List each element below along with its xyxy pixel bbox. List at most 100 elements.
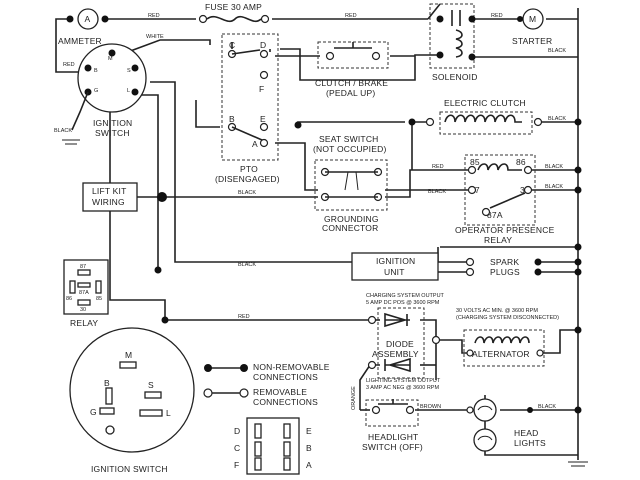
wire-label: RED bbox=[238, 314, 250, 320]
seat-switch-label: (NOT OCCUPIED) bbox=[313, 144, 386, 154]
wire-label: RED bbox=[345, 13, 357, 19]
legend-label: CONNECTIONS bbox=[253, 372, 318, 382]
spark-plugs-label: SPARK bbox=[490, 257, 519, 267]
head-lights-label: HEAD bbox=[514, 428, 538, 438]
wire-label: BLACK bbox=[545, 184, 563, 190]
head-lights: HEAD LIGHTS bbox=[466, 398, 582, 452]
solenoid-label: SOLENOID bbox=[432, 72, 478, 82]
relay-terminal: 86 bbox=[516, 157, 526, 167]
charging-output-label: CHARGING SYSTEM OUTPUT bbox=[366, 293, 445, 299]
pin-label: S bbox=[148, 380, 154, 390]
plug-pin: B bbox=[306, 443, 312, 453]
clutch-brake-label: CLUTCH / BRAKE bbox=[315, 78, 388, 88]
fuse-label: FUSE 30 AMP bbox=[205, 2, 262, 12]
pto-terminal: C bbox=[229, 40, 235, 50]
ignition-switch-title: IGNITION SWITCH bbox=[91, 464, 168, 474]
lift-kit-wiring: LIFT KIT WIRING bbox=[82, 182, 167, 212]
grounding-connector-label: GROUNDING bbox=[324, 214, 379, 224]
pin-label: M bbox=[125, 350, 132, 360]
pin-label: G bbox=[90, 407, 97, 417]
relay-pin: 87 bbox=[80, 264, 86, 270]
wire-label: WHITE bbox=[146, 34, 164, 40]
ammeter-terminal: A bbox=[85, 14, 91, 24]
pto-terminal: E bbox=[260, 114, 266, 124]
solenoid: SOLENOID bbox=[429, 3, 478, 82]
operator-presence-label: OPERATOR PRESENCE bbox=[455, 225, 555, 235]
wire-label: RED bbox=[63, 62, 75, 68]
seat-switch-label: SEAT SWITCH bbox=[319, 134, 379, 144]
relay-terminal: 87A bbox=[487, 210, 503, 220]
wire-label: RED bbox=[148, 13, 160, 19]
electric-clutch-label: ELECTRIC CLUTCH bbox=[444, 98, 526, 108]
pto-terminal: A bbox=[252, 139, 258, 149]
headlight-switch-label: HEADLIGHT bbox=[368, 432, 418, 442]
pto-terminal: B bbox=[229, 114, 235, 124]
wire-label: RED bbox=[432, 164, 444, 170]
ign-terminal: B bbox=[94, 68, 98, 74]
diode-assembly-label: ASSEMBLY bbox=[372, 349, 419, 359]
grounding-connector-label: CONNECTOR bbox=[322, 223, 378, 233]
charging-output-label: 5 AMP DC POS @ 3600 RPM bbox=[366, 300, 440, 306]
ignition-switch: M B S G L IGNITION SWITCH bbox=[62, 43, 147, 145]
lighting-output-label: LIGHTING SYSTEM OUTPUT bbox=[366, 378, 441, 384]
wire-label: BLACK bbox=[54, 128, 72, 134]
pto-label: PTO bbox=[240, 164, 258, 174]
ign-terminal: S bbox=[127, 68, 131, 74]
starter: M STARTER bbox=[512, 8, 552, 46]
alternator-label: ALTERNATOR bbox=[472, 349, 530, 359]
head-lights-label: LIGHTS bbox=[514, 438, 546, 448]
wire-label: BLACK bbox=[538, 404, 556, 410]
ignition-unit: IGNITION UNIT SPARK PLUGS bbox=[154, 243, 582, 324]
wire-label: RED bbox=[491, 13, 503, 19]
connection-legend: NON-REMOVABLE CONNECTIONS REMOVABLE CONN… bbox=[203, 362, 330, 407]
ignition-unit-label: UNIT bbox=[384, 267, 405, 277]
ign-terminal: G bbox=[94, 88, 98, 94]
ignition-unit-label: IGNITION bbox=[376, 256, 415, 266]
headlight-switch: HEADLIGHT SWITCH (OFF) bbox=[362, 399, 423, 452]
pto-plug-pinout: D C F E B A bbox=[234, 417, 312, 475]
headlight-switch-label: SWITCH (OFF) bbox=[362, 442, 423, 452]
lift-kit-label: LIFT KIT bbox=[92, 186, 127, 196]
ac-output-label: (CHARGING SYSTEM DISCONNECTED) bbox=[456, 315, 559, 321]
wire-label: ORANGE bbox=[351, 386, 357, 410]
ammeter-label: AMMETER bbox=[58, 36, 102, 46]
starter-label: STARTER bbox=[512, 36, 552, 46]
relay-label: RELAY bbox=[70, 318, 98, 328]
electric-clutch: ELECTRIC CLUTCH bbox=[294, 98, 582, 135]
relay-pinout: 87 86 87A 85 30 RELAY bbox=[63, 259, 109, 328]
diode-assembly-label: DIODE bbox=[386, 339, 414, 349]
plug-pin: D bbox=[234, 426, 240, 436]
wire-labels: RED RED RED WHITE RED BLACK BLACK BLACK … bbox=[54, 13, 566, 410]
pin-label: L bbox=[166, 408, 171, 418]
plug-pin: A bbox=[306, 460, 312, 470]
clutch-brake-label: (PEDAL UP) bbox=[326, 88, 375, 98]
alternator: ALTERNATOR bbox=[463, 326, 582, 367]
relay-pin: 85 bbox=[96, 296, 102, 302]
pto-switch: C D F B E A PTO (DISENGAGED) bbox=[215, 33, 280, 184]
clutch-brake-switch: CLUTCH / BRAKE (PEDAL UP) bbox=[315, 41, 389, 98]
wires bbox=[55, 3, 588, 467]
operator-presence-relay: 85 86 87 30 87A OPERATOR PRESENCE RELAY bbox=[455, 154, 582, 245]
seat-switch: SEAT SWITCH (NOT OCCUPIED) GROUNDING CON… bbox=[313, 134, 388, 233]
relay-pin: 30 bbox=[80, 307, 86, 313]
plug-pin: F bbox=[234, 460, 239, 470]
pto-label: (DISENGAGED) bbox=[215, 174, 280, 184]
legend-label: REMOVABLE bbox=[253, 387, 307, 397]
relay-pin: 86 bbox=[66, 296, 72, 302]
diode-assembly: CHARGING SYSTEM OUTPUT 5 AMP DC POS @ 36… bbox=[366, 293, 559, 391]
wire-label: BLACK bbox=[548, 48, 566, 54]
wire-label: BROWN bbox=[420, 404, 441, 410]
wire-label: BLACK bbox=[238, 190, 256, 196]
ignition-switch-label: SWITCH bbox=[95, 128, 130, 138]
pin-label: B bbox=[104, 378, 110, 388]
wire-label: BLACK bbox=[428, 189, 446, 195]
ign-terminal: L bbox=[127, 88, 130, 94]
pto-terminal: D bbox=[260, 40, 266, 50]
ignition-switch-label: IGNITION bbox=[93, 118, 132, 128]
legend-label: NON-REMOVABLE bbox=[253, 362, 330, 372]
plug-pin: C bbox=[234, 443, 240, 453]
plug-pin: E bbox=[306, 426, 312, 436]
pto-terminal: F bbox=[259, 84, 264, 94]
legend-label: CONNECTIONS bbox=[253, 397, 318, 407]
